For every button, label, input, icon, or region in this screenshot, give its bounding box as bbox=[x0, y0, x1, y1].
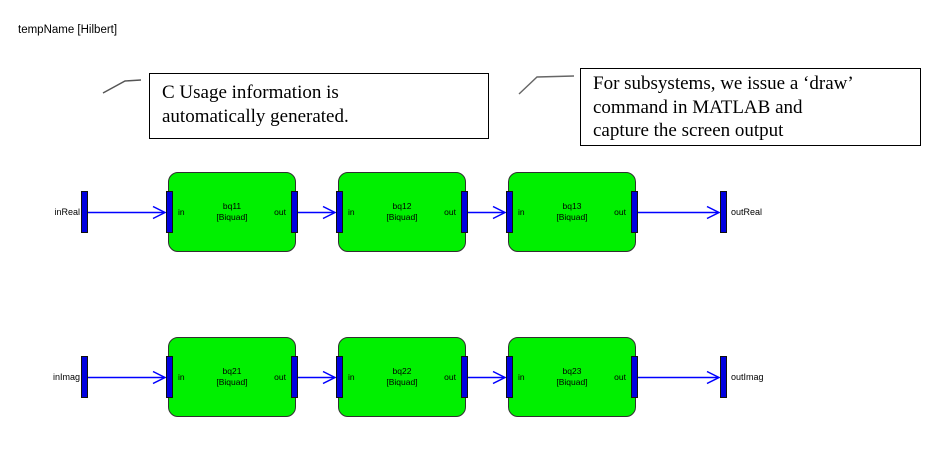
subsystem-block-bq12[interactable]: in out bq12 [Biquad] bbox=[336, 172, 468, 252]
block-type: [Biquad] bbox=[386, 377, 418, 387]
subsystem-block-bq11[interactable]: in out bq11 [Biquad] bbox=[166, 172, 298, 252]
callout-pointer-line bbox=[518, 75, 575, 95]
outport-marker-outReal[interactable] bbox=[720, 191, 727, 233]
block-name: bq21 bbox=[222, 366, 242, 376]
port-label-in: in bbox=[348, 207, 355, 217]
signal-arrowhead bbox=[152, 370, 167, 385]
signal-lines-row2[interactable] bbox=[88, 370, 721, 385]
outport-label-outReal: outReal bbox=[731, 207, 763, 217]
block-name: bq23 bbox=[562, 366, 582, 376]
annotation-line: capture the screen output bbox=[593, 120, 784, 141]
signal-arrowhead bbox=[322, 205, 337, 220]
outport-label-outImag: outImag bbox=[731, 372, 764, 382]
signal-arrowhead bbox=[152, 205, 167, 220]
port-label-out: out bbox=[614, 372, 626, 382]
block-type: [Biquad] bbox=[216, 377, 248, 387]
annotation-box-subsystems[interactable]: For subsystems, we issue a ‘draw’ comman… bbox=[580, 68, 921, 146]
block-input-port[interactable] bbox=[336, 356, 343, 398]
port-label-out: out bbox=[444, 207, 456, 217]
block-name-label: bq12 [Biquad] bbox=[339, 201, 465, 223]
block-name: bq12 bbox=[392, 201, 412, 211]
block-input-port[interactable] bbox=[166, 356, 173, 398]
signal-arrowhead bbox=[492, 205, 507, 220]
block-output-port[interactable] bbox=[461, 191, 468, 233]
annotation-line: automatically generated. bbox=[162, 105, 349, 127]
block-name-label: bq23 [Biquad] bbox=[509, 366, 635, 388]
port-label-in: in bbox=[178, 372, 185, 382]
block-type: [Biquad] bbox=[386, 212, 418, 222]
annotation-line: command in MATLAB and bbox=[593, 96, 803, 118]
inport-marker-inReal[interactable] bbox=[81, 191, 88, 233]
port-label-in: in bbox=[178, 207, 185, 217]
block-output-port[interactable] bbox=[631, 191, 638, 233]
block-input-port[interactable] bbox=[336, 191, 343, 233]
subsystem-block-bq23[interactable]: in out bq23 [Biquad] bbox=[506, 337, 638, 417]
port-label-in: in bbox=[348, 372, 355, 382]
inport-marker-inImag[interactable] bbox=[81, 356, 88, 398]
block-type: [Biquad] bbox=[216, 212, 248, 222]
port-label-in: in bbox=[518, 207, 525, 217]
block-name: bq13 bbox=[562, 201, 582, 211]
callout-pointer-line bbox=[102, 79, 142, 94]
block-output-port[interactable] bbox=[291, 356, 298, 398]
block-name: bq22 bbox=[392, 366, 412, 376]
port-label-out: out bbox=[274, 372, 286, 382]
port-label-out: out bbox=[444, 372, 456, 382]
block-type: [Biquad] bbox=[556, 377, 588, 387]
signal-lines-row1[interactable] bbox=[88, 205, 721, 220]
annotation-line: C Usage information is bbox=[162, 82, 339, 103]
inport-label-inImag: inImag bbox=[52, 372, 80, 382]
block-input-port[interactable] bbox=[506, 356, 513, 398]
subsystem-block-bq21[interactable]: in out bq21 [Biquad] bbox=[166, 337, 298, 417]
outport-marker-outImag[interactable] bbox=[720, 356, 727, 398]
block-type: [Biquad] bbox=[556, 212, 588, 222]
block-name: bq11 bbox=[222, 201, 242, 211]
port-label-out: out bbox=[614, 207, 626, 217]
block-output-port[interactable] bbox=[461, 356, 468, 398]
port-label-out: out bbox=[274, 207, 286, 217]
block-name-label: bq13 [Biquad] bbox=[509, 201, 635, 223]
subsystem-block-bq13[interactable]: in out bq13 [Biquad] bbox=[506, 172, 638, 252]
inport-label-inReal: inReal bbox=[54, 207, 80, 217]
block-output-port[interactable] bbox=[291, 191, 298, 233]
annotation-line: For subsystems, we issue a ‘draw’ bbox=[593, 73, 854, 94]
annotation-box-c-usage[interactable]: C Usage information is automatically gen… bbox=[149, 73, 489, 139]
signal-arrowhead bbox=[492, 370, 507, 385]
block-input-port[interactable] bbox=[166, 191, 173, 233]
block-name-label: bq22 [Biquad] bbox=[339, 366, 465, 388]
signal-arrowhead bbox=[706, 205, 721, 220]
block-name-label: bq21 [Biquad] bbox=[169, 366, 295, 388]
port-label-in: in bbox=[518, 372, 525, 382]
block-output-port[interactable] bbox=[631, 356, 638, 398]
signal-arrowhead bbox=[706, 370, 721, 385]
block-input-port[interactable] bbox=[506, 191, 513, 233]
signal-arrowhead bbox=[322, 370, 337, 385]
subsystem-block-bq22[interactable]: in out bq22 [Biquad] bbox=[336, 337, 468, 417]
model-title: tempName [Hilbert] bbox=[18, 24, 118, 36]
block-name-label: bq11 [Biquad] bbox=[169, 201, 295, 223]
